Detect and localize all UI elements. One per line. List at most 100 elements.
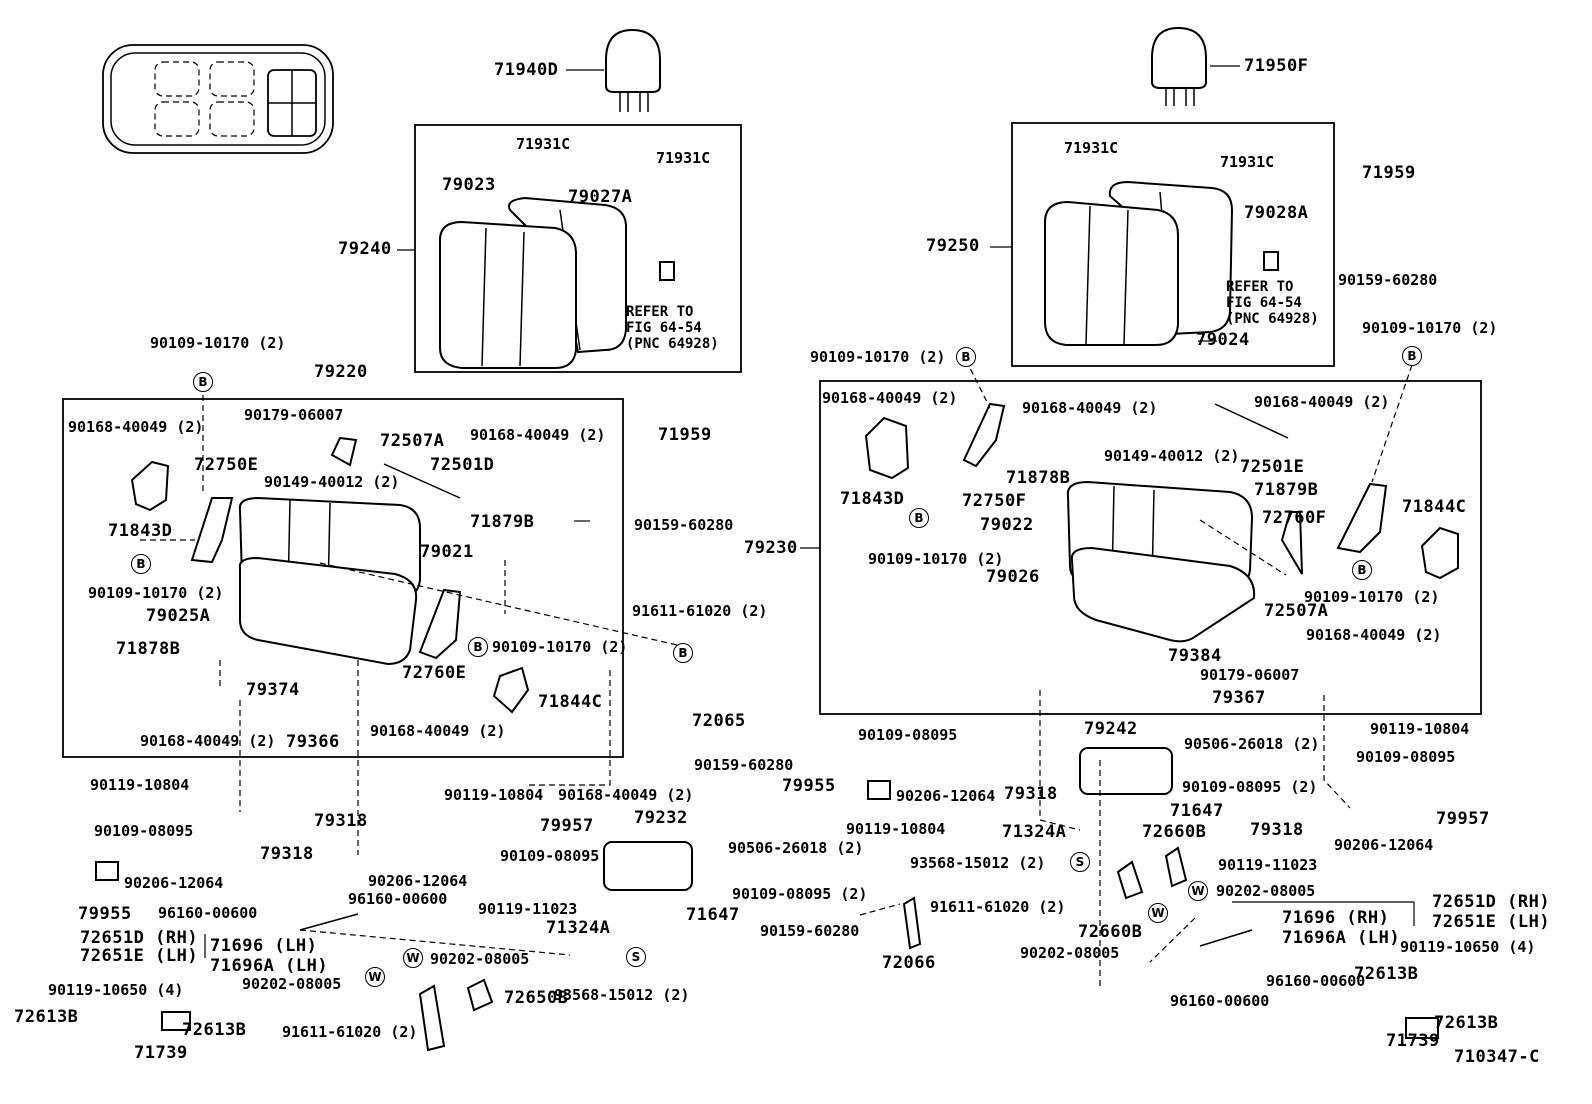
part-90119-10804-mid: 90119-10804 — [444, 786, 544, 804]
part-71843D-right: 71843D — [840, 489, 905, 509]
part-72501E: 72501E — [1240, 457, 1305, 477]
part-79240: 79240 — [338, 239, 392, 259]
headrest-right-drawing — [1151, 26, 1207, 106]
part-79366: 79366 — [286, 732, 340, 752]
part-90168-40049-r2: 90168-40049 (2) — [1022, 399, 1158, 417]
part-90109-10170-r-low: 90109-10170 (2) — [1304, 588, 1440, 606]
part-90202-08005-r1: 90202-08005 — [1216, 882, 1316, 900]
part-72507A-left: 72507A — [380, 431, 445, 451]
part-90168-40049-b: 90168-40049 (2) — [470, 426, 606, 444]
part-90109-10170-top-left: 90109-10170 (2) — [150, 334, 286, 352]
part-71959-left: 71959 — [658, 425, 712, 445]
part-72660B-b: 72660B — [1078, 922, 1143, 942]
part-90119-10650-right: 90119-10650 (4) — [1400, 938, 1536, 956]
seatback-box-left — [414, 124, 742, 373]
part-72650B: 72650B — [504, 988, 569, 1008]
part-90109-10170-mid-left: 90109-10170 (2) — [88, 584, 224, 602]
part-71959-right: 71959 — [1362, 163, 1416, 183]
part-72651E-right: 72651E (LH) — [1432, 912, 1551, 932]
part-90179-06007-left: 90179-06007 — [244, 406, 344, 424]
callout-w: W — [1188, 881, 1208, 901]
part-72750E: 72750E — [194, 455, 259, 475]
part-71931C-right-b: 71931C — [1220, 153, 1275, 171]
part-72613B-right-a: 72613B — [1354, 964, 1419, 984]
part-79957-right: 79957 — [1436, 809, 1490, 829]
part-90206-12064-left: 90206-12064 — [124, 874, 224, 892]
part-90149-40012-left: 90149-40012 (2) — [264, 473, 400, 491]
part-90168-40049-e: 90168-40049 (2) — [558, 786, 694, 804]
part-71879B-left: 71879B — [470, 512, 535, 532]
callout-s: S — [626, 947, 646, 967]
part-79024: 79024 — [1196, 330, 1250, 350]
refer-note-right: REFER TO FIG 64-54 (PNC 64928) — [1226, 279, 1319, 328]
part-72065: 72065 — [692, 711, 746, 731]
part-71844C-right: 71844C — [1402, 497, 1467, 517]
callout-b: B — [1402, 346, 1422, 366]
callout-b: B — [673, 643, 693, 663]
part-71647-right: 71647 — [1170, 801, 1224, 821]
part-93568-15012-left: 93568-15012 (2) — [554, 986, 690, 1004]
part-90109-08095-mid: 90109-08095 — [500, 847, 600, 865]
part-96160-00600-b: 96160-00600 — [348, 890, 448, 908]
part-79028A: 79028A — [1244, 203, 1309, 223]
part-71696-lh-left: 71696 (LH) — [210, 936, 318, 956]
part-90206-12064-r1: 90206-12064 — [896, 787, 996, 805]
part-90109-08095-left: 90109-08095 — [94, 822, 194, 840]
part-72613B-left-a: 72613B — [14, 1007, 79, 1027]
part-79250: 79250 — [926, 236, 980, 256]
part-90206-12064-mid: 90206-12064 — [368, 872, 468, 890]
part-72651E-left: 72651E (LH) — [80, 946, 199, 966]
part-79220: 79220 — [314, 362, 368, 382]
part-79021: 79021 — [420, 542, 474, 562]
part-72507A-right: 72507A — [1264, 601, 1329, 621]
part-71647-left: 71647 — [686, 905, 740, 925]
part-72651D-right: 72651D (RH) — [1432, 892, 1551, 912]
part-90119-10804-r1: 90119-10804 — [1370, 720, 1470, 738]
part-90109-08095-x2-right: 90109-08095 (2) — [1182, 778, 1318, 796]
part-79374: 79374 — [246, 680, 300, 700]
part-72760F: 72760F — [1262, 508, 1327, 528]
part-90119-11023-right: 90119-11023 — [1218, 856, 1318, 874]
part-90109-10170-mid: 90109-10170 (2) — [492, 638, 628, 656]
part-72760E: 72760E — [402, 663, 467, 683]
callout-b: B — [909, 508, 929, 528]
part-71696-rh-right: 71696 (RH) — [1282, 908, 1390, 928]
part-90168-40049-c: 90168-40049 (2) — [140, 732, 276, 750]
part-71879B-right: 71879B — [1254, 480, 1319, 500]
part-72066: 72066 — [882, 953, 936, 973]
callout-b: B — [193, 372, 213, 392]
part-71844C-left: 71844C — [538, 692, 603, 712]
callout-s: S — [1070, 852, 1090, 872]
part-71878B-left: 71878B — [116, 639, 181, 659]
part-72660B-a: 72660B — [1142, 822, 1207, 842]
part-79232: 79232 — [634, 808, 688, 828]
callout-b: B — [956, 347, 976, 367]
part-90168-40049-d: 90168-40049 (2) — [370, 722, 506, 740]
part-71931C-right-a: 71931C — [1064, 139, 1119, 157]
part-79318-right-a: 79318 — [1004, 784, 1058, 804]
part-90109-10170-top-mid: 90109-10170 (2) — [810, 348, 946, 366]
seat-cushion-right-drawing — [1066, 480, 1256, 643]
part-90159-60280-mid: 90159-60280 — [694, 756, 794, 774]
headrest-left-drawing — [605, 28, 661, 112]
part-90159-60280-left: 90159-60280 — [634, 516, 734, 534]
part-71324A-right: 71324A — [1002, 822, 1067, 842]
callout-b: B — [468, 637, 488, 657]
part-90168-40049-r1: 90168-40049 (2) — [822, 389, 958, 407]
part-90206-12064-r2: 90206-12064 — [1334, 836, 1434, 854]
dashed-connectors — [140, 359, 1413, 990]
part-90109-08095-x2-left: 90109-08095 (2) — [732, 885, 868, 903]
part-71940D: 71940D — [494, 60, 559, 80]
part-79242: 79242 — [1084, 719, 1138, 739]
part-79955-right: 79955 — [782, 776, 836, 796]
part-91611-61020-top: 91611-61020 (2) — [632, 602, 768, 620]
bracket-drawings — [95, 402, 1459, 1052]
part-79318-right-b: 79318 — [1250, 820, 1304, 840]
part-71843D-left: 71843D — [108, 521, 173, 541]
part-79230: 79230 — [744, 538, 798, 558]
part-79022: 79022 — [980, 515, 1034, 535]
part-96160-00600-a: 96160-00600 — [158, 904, 258, 922]
part-79957-left: 79957 — [540, 816, 594, 836]
callout-w: W — [403, 948, 423, 968]
